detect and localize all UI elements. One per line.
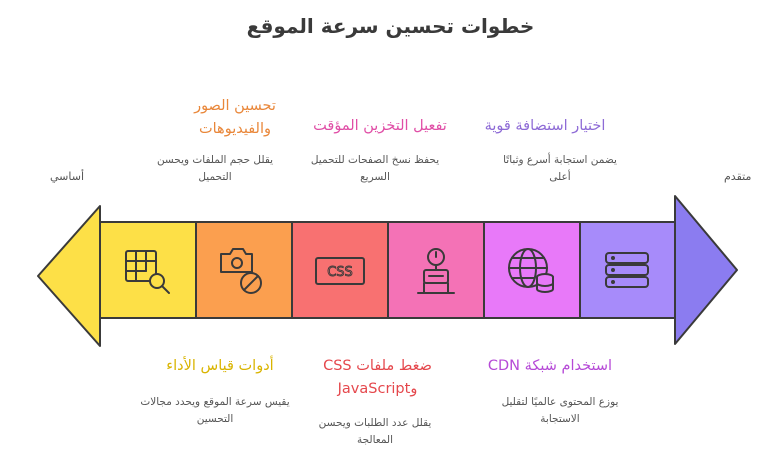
camera-block-icon: [220, 248, 262, 294]
step-title-minify: ضغط ملفات CSS وJavaScript: [323, 358, 432, 397]
step-title-media: تحسين الصور والفيديوهات: [194, 98, 276, 137]
step-title-hosting: اختيار استضافة قوية: [484, 118, 606, 134]
step-desc-caching: يحفظ نسخ الصفحات للتحميل السريع: [310, 154, 440, 183]
cache-gauge-icon: [417, 248, 455, 294]
globe-database-icon: [508, 248, 554, 293]
table-search-icon: [125, 250, 170, 294]
step-title-measure: أدوات قياس الأداء: [166, 358, 274, 374]
segment-minify: [291, 221, 389, 319]
css-file-icon: CSS: [315, 257, 365, 285]
segment-media-optimize: [195, 221, 293, 319]
step-desc-cdn: يوزع المحتوى عالميًا لتقليل الاستجابة: [501, 396, 619, 425]
svg-text:CSS: CSS: [327, 265, 353, 280]
step-desc-hosting: يضمن استجابة أسرع وثباتًا أعلى: [503, 154, 617, 183]
step-desc-media: يقلل حجم الملفات ويحسن التحميل: [156, 154, 274, 183]
segment-measure-tools: [99, 221, 197, 319]
end-label-basic: أساسي: [50, 170, 85, 183]
step-desc-measure: يقيس سرعة الموقع ويحدد مجالات التحسين: [140, 396, 290, 425]
segment-cdn: [483, 221, 581, 319]
end-label-advanced: متقدم: [724, 170, 752, 183]
arrow-head-right: [674, 195, 738, 345]
step-title-caching: تفعيل التخزين المؤقت: [313, 118, 447, 134]
step-desc-minify: يقلل عدد الطلبات ويحسن المعالجة: [318, 417, 432, 446]
step-title-cdn: استخدام شبكة CDN: [487, 358, 613, 374]
server-icon: [605, 252, 649, 288]
segment-hosting: [579, 221, 676, 319]
arrow-head-left: [37, 205, 101, 347]
diagram-title: خطوات تحسين سرعة الموقع: [246, 14, 535, 38]
